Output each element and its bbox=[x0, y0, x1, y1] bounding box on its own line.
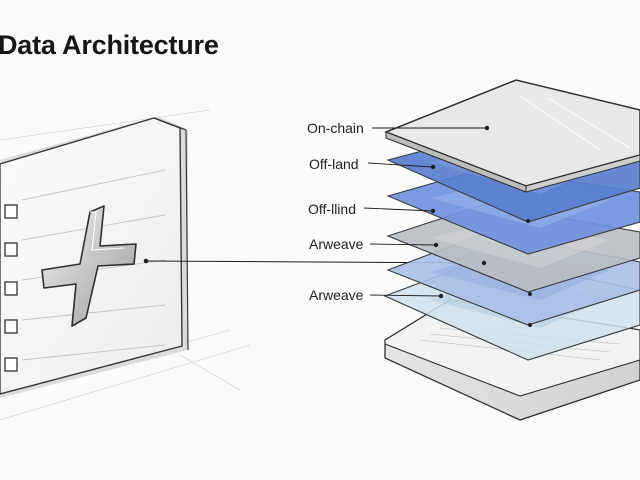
layer-label-off-land: Off-land bbox=[309, 156, 359, 172]
leader-lines bbox=[363, 127, 487, 297]
page-title: Data Architecture bbox=[0, 30, 219, 60]
checkbox bbox=[4, 242, 18, 257]
document-checklist-icon bbox=[4, 204, 18, 372]
layer-stack-icon bbox=[383, 79, 640, 361]
layer-label-off-llind: Off-llind bbox=[308, 201, 356, 217]
checkbox bbox=[4, 357, 18, 372]
layer-top bbox=[383, 79, 640, 193]
plus-icon bbox=[41, 205, 137, 327]
checkbox bbox=[4, 281, 18, 296]
checkbox bbox=[4, 204, 18, 219]
layer-label-arweave: Arweave bbox=[309, 287, 364, 303]
checkbox bbox=[4, 319, 18, 334]
leader-dots bbox=[430, 125, 532, 327]
layer-label-on-chain: On-chain bbox=[307, 120, 364, 136]
layer-label-arweave: Arweave bbox=[309, 236, 364, 252]
